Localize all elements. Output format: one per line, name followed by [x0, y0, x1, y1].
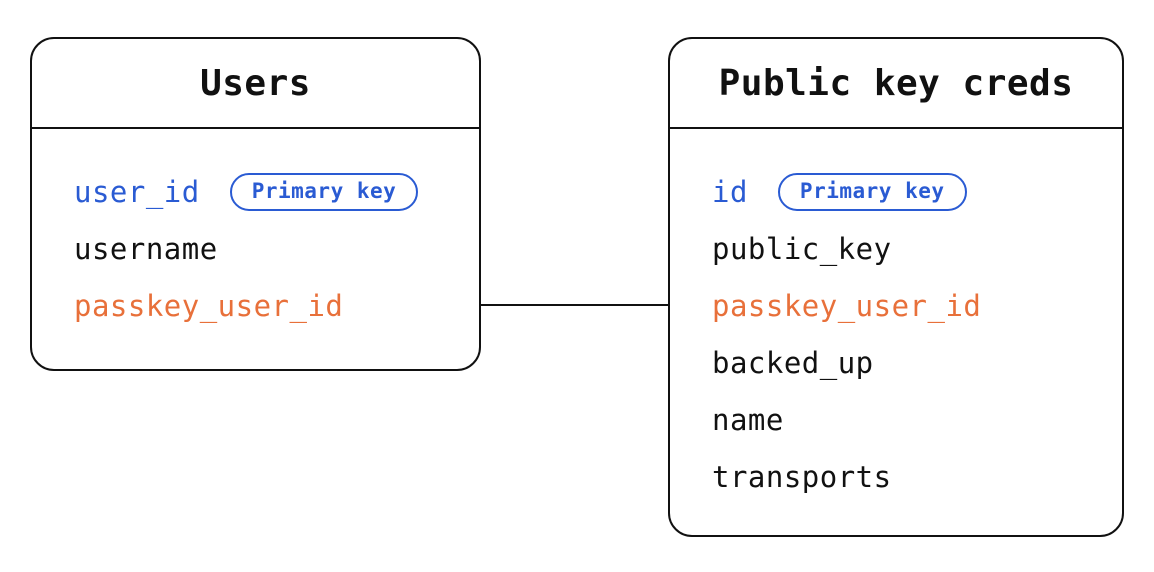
field-row-passkey_user_id: passkey_user_id: [712, 277, 1102, 334]
field-name: id: [712, 174, 748, 209]
field-name: transports: [712, 459, 892, 494]
field-name: public_key: [712, 231, 892, 266]
table-public-key-creds-header: Public key creds: [670, 39, 1122, 129]
primary-key-badge: Primary key: [777, 172, 967, 211]
field-row-id: id Primary key: [712, 163, 1102, 220]
field-row-user_id: user_id Primary key: [74, 163, 459, 220]
field-row-name: name: [712, 391, 1102, 448]
field-row-username: username: [74, 220, 459, 277]
field-name: passkey_user_id: [712, 288, 982, 323]
table-public-key-creds-title: Public key creds: [718, 62, 1074, 104]
table-users: Users user_id Primary key username passkey_…: [30, 37, 481, 371]
primary-key-badge: Primary key: [229, 172, 419, 211]
field-name: passkey_user_id: [74, 288, 344, 323]
field-name: backed_up: [712, 345, 874, 380]
table-users-title: Users: [200, 62, 311, 104]
table-users-field-list: user_id Primary key username passkey_user_i…: [32, 129, 479, 334]
relationship-line-passkey-user-id: [481, 304, 668, 306]
field-name: user_id: [74, 174, 200, 209]
field-row-public_key: public_key: [712, 220, 1102, 277]
field-name: name: [712, 402, 784, 437]
field-row-passkey_user_id: passkey_user_id: [74, 277, 459, 334]
field-row-transports: transports: [712, 448, 1102, 505]
table-users-header: Users: [32, 39, 479, 129]
field-row-backed_up: backed_up: [712, 334, 1102, 391]
field-name: username: [74, 231, 218, 266]
table-public-key-creds: Public key creds id Primary key public_key…: [668, 37, 1124, 537]
